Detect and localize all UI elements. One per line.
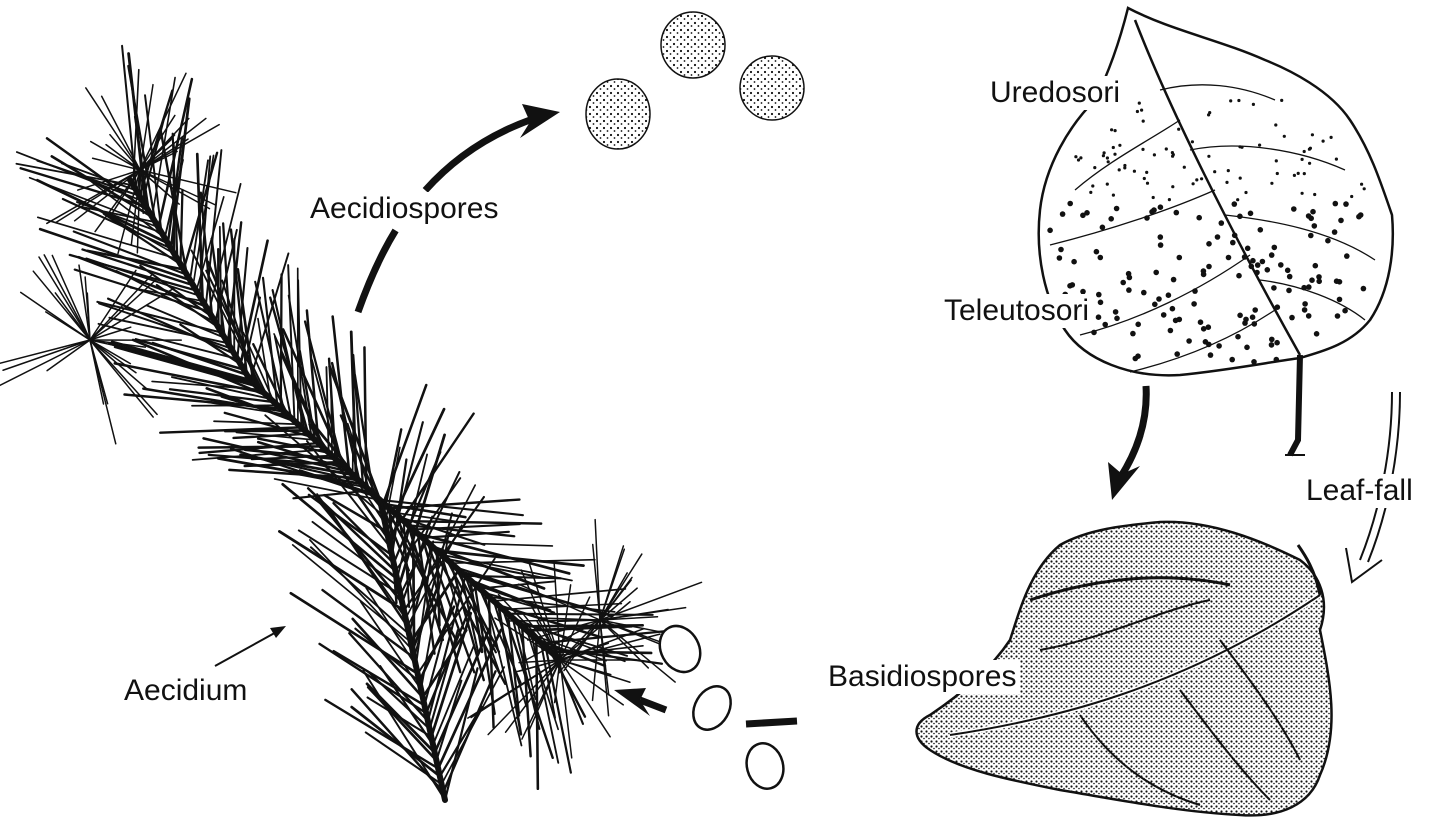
label-aecidium: Aecidium	[120, 674, 251, 708]
basidiospore	[686, 680, 738, 737]
label-leaf-fall: Leaf-fall	[1302, 474, 1417, 508]
aecidiospore-cluster	[586, 12, 804, 149]
label-uredosori: Uredosori	[986, 76, 1124, 110]
pine-branch-illustration	[0, 46, 702, 800]
arrowhead-icon	[270, 626, 286, 638]
aecidiospore	[661, 12, 725, 78]
fallen-leaf-to-basidiospores-arrow	[746, 721, 797, 724]
aecidiospore	[740, 56, 804, 120]
label-teleutosori: Teleutosori	[940, 294, 1093, 328]
basidiospore-cluster	[652, 619, 788, 793]
basidiospore	[742, 739, 789, 793]
teleutosori-to-fallen-leaf-arrow	[1120, 386, 1146, 478]
label-aecidiospores: Aecidiospores	[306, 192, 502, 226]
aecidium-pointer-line	[215, 630, 280, 666]
label-basidiospores: Basidiospores	[824, 660, 1020, 694]
aecidiospore	[586, 79, 650, 149]
